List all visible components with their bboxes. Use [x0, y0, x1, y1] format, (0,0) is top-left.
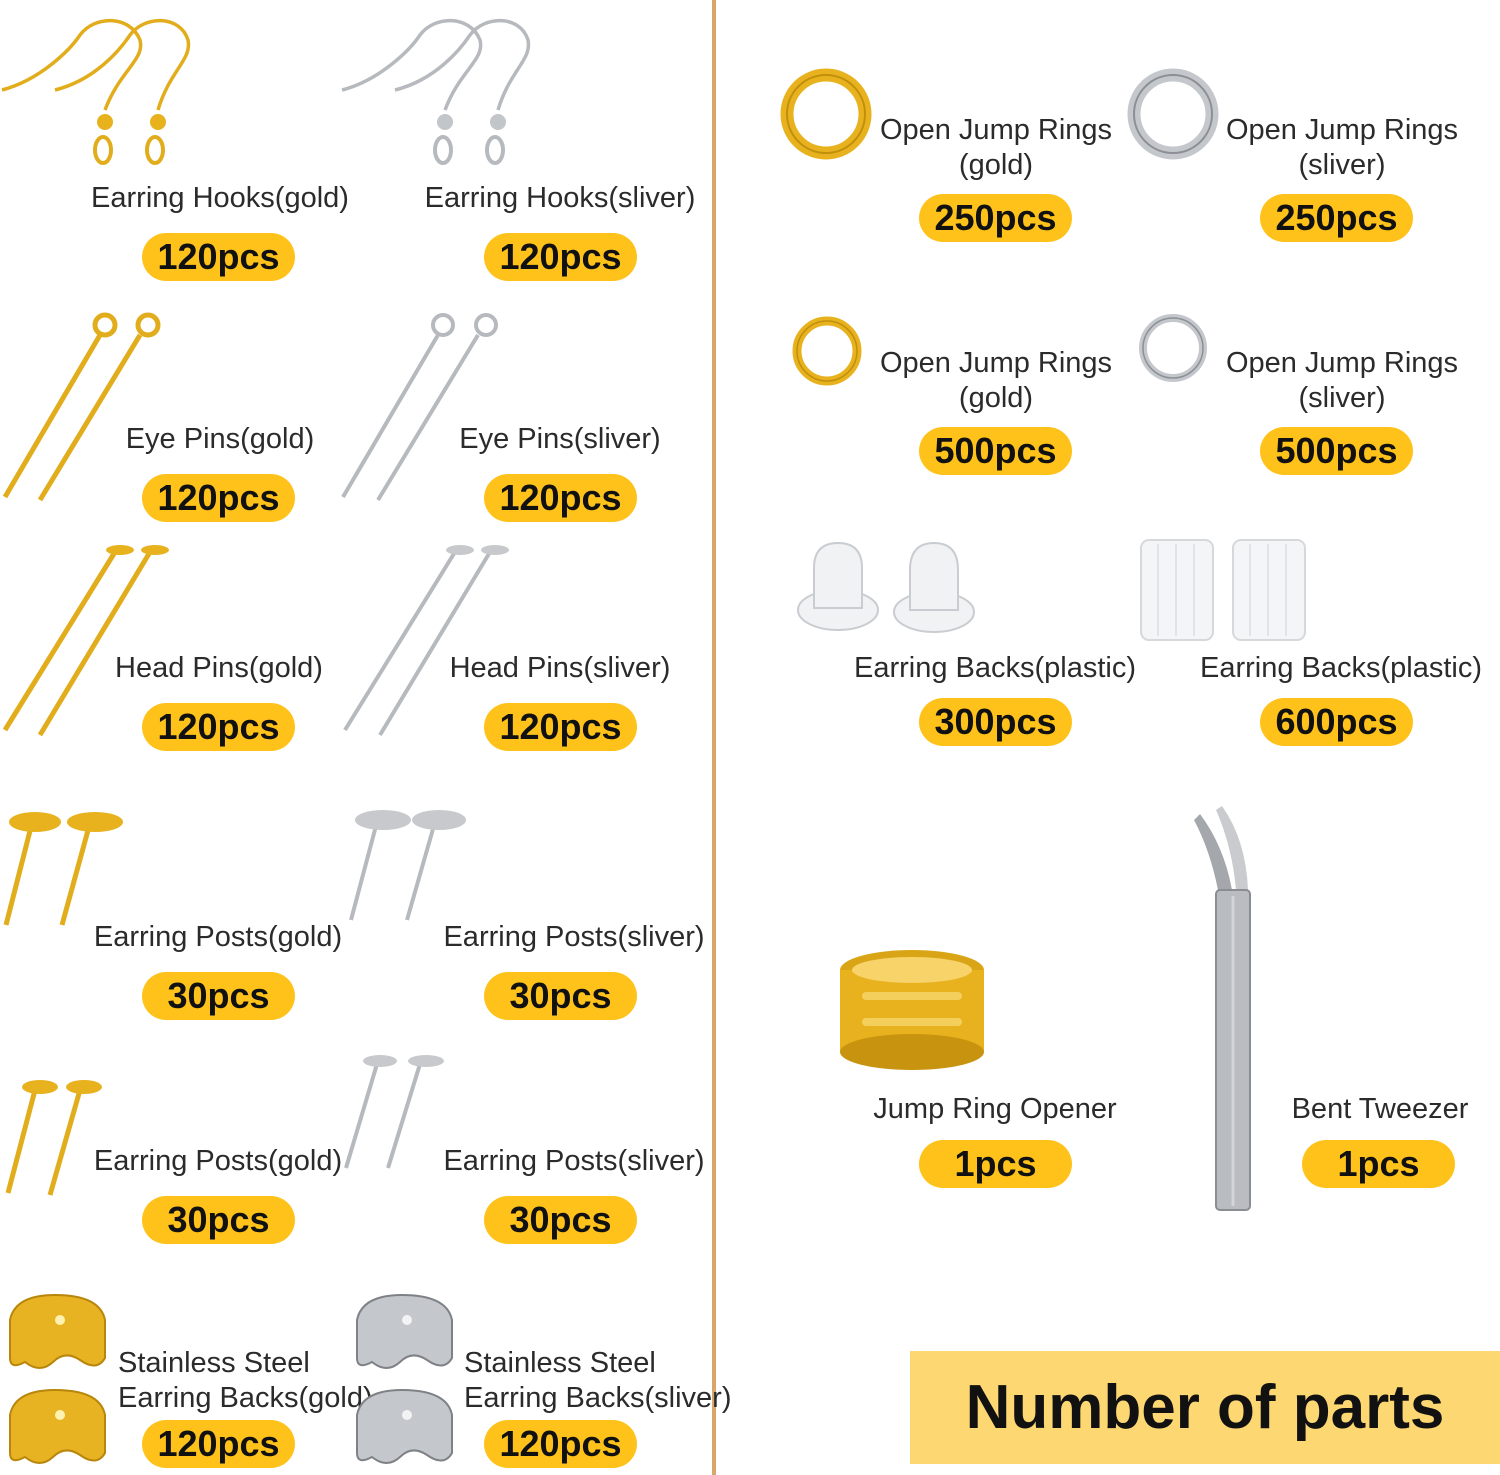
gold-earring-backs-line1: Stainless Steel	[118, 1347, 310, 1379]
silver-jump-rings-small-label: Open Jump Rings (sliver)	[1222, 346, 1462, 416]
gold-jump-rings-line1: Open Jump Rings	[879, 114, 1113, 146]
jump-ring-opener-image	[840, 950, 984, 1070]
silver-earring-backs-image	[356, 1293, 453, 1464]
gold-jump-rings-line2: (gold)	[958, 149, 1034, 181]
silver-jump-rings-small-count: 500pcs	[1260, 427, 1413, 475]
jump-ring-opener-label: Jump Ring Opener	[873, 1093, 1117, 1125]
silver-jump-rings-count: 250pcs	[1260, 194, 1413, 242]
banner-title: Number of parts	[965, 1373, 1445, 1442]
gold-eye-pins-label: Eye Pins(gold)	[125, 423, 315, 455]
gold-earring-posts-label: Earring Posts(gold)	[93, 1145, 343, 1177]
gold-head-pins-image	[2, 545, 169, 737]
bent-tweezer-image	[1194, 806, 1251, 1211]
silver-head-pins-label: Head Pins(sliver)	[449, 652, 671, 684]
gold-head-pins-label: Head Pins(gold)	[115, 652, 323, 684]
silver-jump-rings-small-line2: (sliver)	[1298, 382, 1386, 414]
bent-tweezer-label: Bent Tweezer	[1291, 1093, 1469, 1125]
gold-jump-rings-small-line2: (gold)	[958, 382, 1034, 414]
silver-earring-hooks-label: Earring Hooks(sliver)	[424, 182, 696, 214]
silver-earring-backs-line2: Earring Backs(sliver)	[464, 1382, 732, 1414]
gold-eye-pins-image	[2, 312, 161, 502]
silver-earring-posts-count: 30pcs	[484, 1196, 637, 1244]
gold-earring-hooks-label: Earring Hooks(gold)	[91, 182, 349, 214]
plastic-bullet-backs-label: Earring Backs(plastic)	[853, 652, 1137, 684]
silver-eye-pins-count: 120pcs	[484, 474, 637, 522]
column-divider	[712, 0, 716, 1475]
silver-earring-backs-count: 120pcs	[484, 1420, 637, 1468]
silver-jump-ring-small-image	[1139, 314, 1207, 382]
silver-earring-hooks-count: 120pcs	[484, 233, 637, 281]
gold-earring-posts-label: Earring Posts(gold)	[93, 921, 343, 953]
plastic-bullet-backs-image	[797, 541, 975, 633]
gold-earring-posts-image	[3, 812, 123, 926]
silver-earring-posts-image	[349, 810, 466, 921]
gold-jump-rings-small-count: 500pcs	[919, 427, 1072, 475]
silver-head-pins-count: 120pcs	[484, 703, 637, 751]
silver-earring-posts-label: Earring Posts(sliver)	[443, 921, 705, 953]
silver-jump-rings-small-line1: Open Jump Rings	[1225, 347, 1459, 379]
plastic-clear-backs-count: 600pcs	[1260, 698, 1413, 746]
gold-earring-backs-line2: Earring Backs(gold)	[118, 1382, 373, 1414]
silver-jump-rings-label: Open Jump Rings (sliver)	[1222, 113, 1462, 183]
plastic-clear-backs-image	[1140, 539, 1306, 641]
gold-eye-pins-count: 120pcs	[142, 474, 295, 522]
silver-jump-rings-line1: Open Jump Rings	[1225, 114, 1459, 146]
gold-earring-backs-label: Stainless Steel Earring Backs(gold)	[118, 1346, 373, 1416]
silver-jump-ring-image	[1127, 68, 1219, 160]
gold-earring-backs-image	[9, 1293, 106, 1464]
gold-earring-posts-image	[5, 1080, 102, 1196]
gold-earring-hooks-image	[1, 18, 191, 165]
silver-earring-posts-count: 30pcs	[484, 972, 637, 1020]
silver-head-pins-image	[343, 545, 509, 737]
gold-earring-hooks-count: 120pcs	[142, 233, 295, 281]
gold-earring-posts-count: 30pcs	[142, 1196, 295, 1244]
gold-jump-rings-label: Open Jump Rings (gold)	[876, 113, 1116, 183]
gold-jump-rings-small-line1: Open Jump Rings	[879, 347, 1113, 379]
gold-jump-ring-small-image	[792, 316, 862, 386]
silver-earring-posts-image	[344, 1055, 444, 1169]
gold-jump-ring-image	[780, 68, 872, 160]
gold-earring-posts-count: 30pcs	[142, 972, 295, 1020]
bent-tweezer-count: 1pcs	[1302, 1140, 1455, 1188]
silver-earring-backs-label: Stainless Steel Earring Backs(sliver)	[464, 1346, 732, 1416]
jump-ring-opener-count: 1pcs	[919, 1140, 1072, 1188]
silver-eye-pins-label: Eye Pins(sliver)	[459, 423, 661, 455]
silver-earring-hooks-image	[341, 18, 531, 165]
silver-jump-rings-line2: (sliver)	[1298, 149, 1386, 181]
silver-earring-backs-line1: Stainless Steel	[464, 1347, 656, 1379]
gold-jump-rings-count: 250pcs	[919, 194, 1072, 242]
number-of-parts-banner: Number of parts	[910, 1351, 1500, 1464]
gold-head-pins-count: 120pcs	[142, 703, 295, 751]
gold-jump-rings-small-label: Open Jump Rings (gold)	[876, 346, 1116, 416]
gold-earring-backs-count: 120pcs	[142, 1420, 295, 1468]
silver-earring-posts-label: Earring Posts(sliver)	[443, 1145, 705, 1177]
plastic-clear-backs-label: Earring Backs(plastic)	[1199, 652, 1483, 684]
plastic-bullet-backs-count: 300pcs	[919, 698, 1072, 746]
silver-eye-pins-image	[341, 313, 498, 502]
